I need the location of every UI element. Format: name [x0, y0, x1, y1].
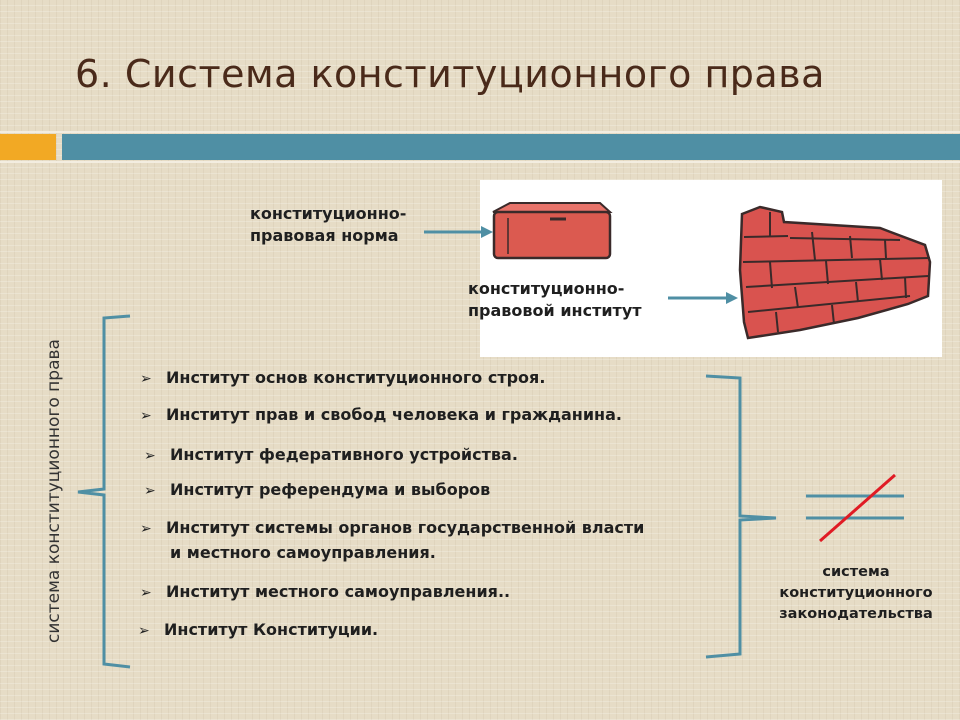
label-constitutional-norm: конституционно- правовая норма: [250, 203, 406, 247]
bullet-arrow-icon: ➢: [144, 448, 156, 464]
list-item: ➢ Институт системы органов государственно…: [140, 516, 644, 565]
bullet-arrow-icon: ➢: [138, 623, 150, 639]
bullet-arrow-icon: ➢: [140, 521, 152, 537]
accent-bar-orange: [0, 134, 56, 160]
list-item-text: Институт местного самоуправления..: [166, 582, 511, 601]
list-item-text: Институт прав и свобод человека и гражда…: [166, 405, 622, 424]
bullet-arrow-icon: ➢: [140, 408, 152, 424]
header-divider-top: [0, 131, 960, 133]
list-item: ➢ Институт Конституции.: [138, 618, 378, 643]
not-equal-icon: [806, 473, 904, 543]
brick-illustration-panel: [480, 180, 942, 357]
label-inst-line1: конституционно-: [468, 279, 625, 298]
list-item-text: Институт системы органов государственной…: [166, 518, 645, 537]
list-item: ➢ Институт основ конституционного строя.: [140, 366, 545, 391]
header-divider-bottom: [0, 161, 960, 163]
label-constitutional-institute: конституционно- правовой институт: [468, 278, 642, 322]
rhs-line1: система: [822, 564, 890, 580]
bullet-arrow-icon: ➢: [140, 585, 152, 601]
list-item-text: Институт федеративного устройства.: [170, 445, 518, 464]
list-item-text: Институт основ конституционного строя.: [166, 368, 546, 387]
bullet-arrow-icon: ➢: [140, 371, 152, 387]
label-inst-line2: правовой институт: [468, 301, 642, 320]
rhs-line2: конституционного: [779, 585, 933, 601]
list-item-text: Институт референдума и выборов: [170, 480, 491, 499]
list-item: ➢ Институт референдума и выборов: [144, 478, 490, 503]
label-norm-line2: правовая норма: [250, 226, 399, 245]
bullet-arrow-icon: ➢: [144, 483, 156, 499]
list-item: ➢ Институт прав и свобод человека и гражд…: [140, 403, 622, 428]
left-brace: [77, 314, 131, 669]
list-item: ➢ Институт местного самоуправления..: [140, 580, 510, 605]
list-item-text: Институт Конституции.: [164, 620, 379, 639]
slide-title: 6. Система конституционного права: [75, 52, 825, 96]
accent-bar-teal: [62, 134, 960, 160]
vertical-label-system: система конституционного права: [44, 339, 64, 643]
list-item: ➢ Институт федеративного устройства.: [144, 443, 518, 468]
label-norm-line1: конституционно-: [250, 204, 407, 223]
list-item-text-line2: и местного самоуправления.: [170, 543, 436, 562]
rhs-line3: законодательства: [779, 606, 933, 622]
label-constitutional-legislation: система конституционного законодательств…: [756, 562, 956, 625]
